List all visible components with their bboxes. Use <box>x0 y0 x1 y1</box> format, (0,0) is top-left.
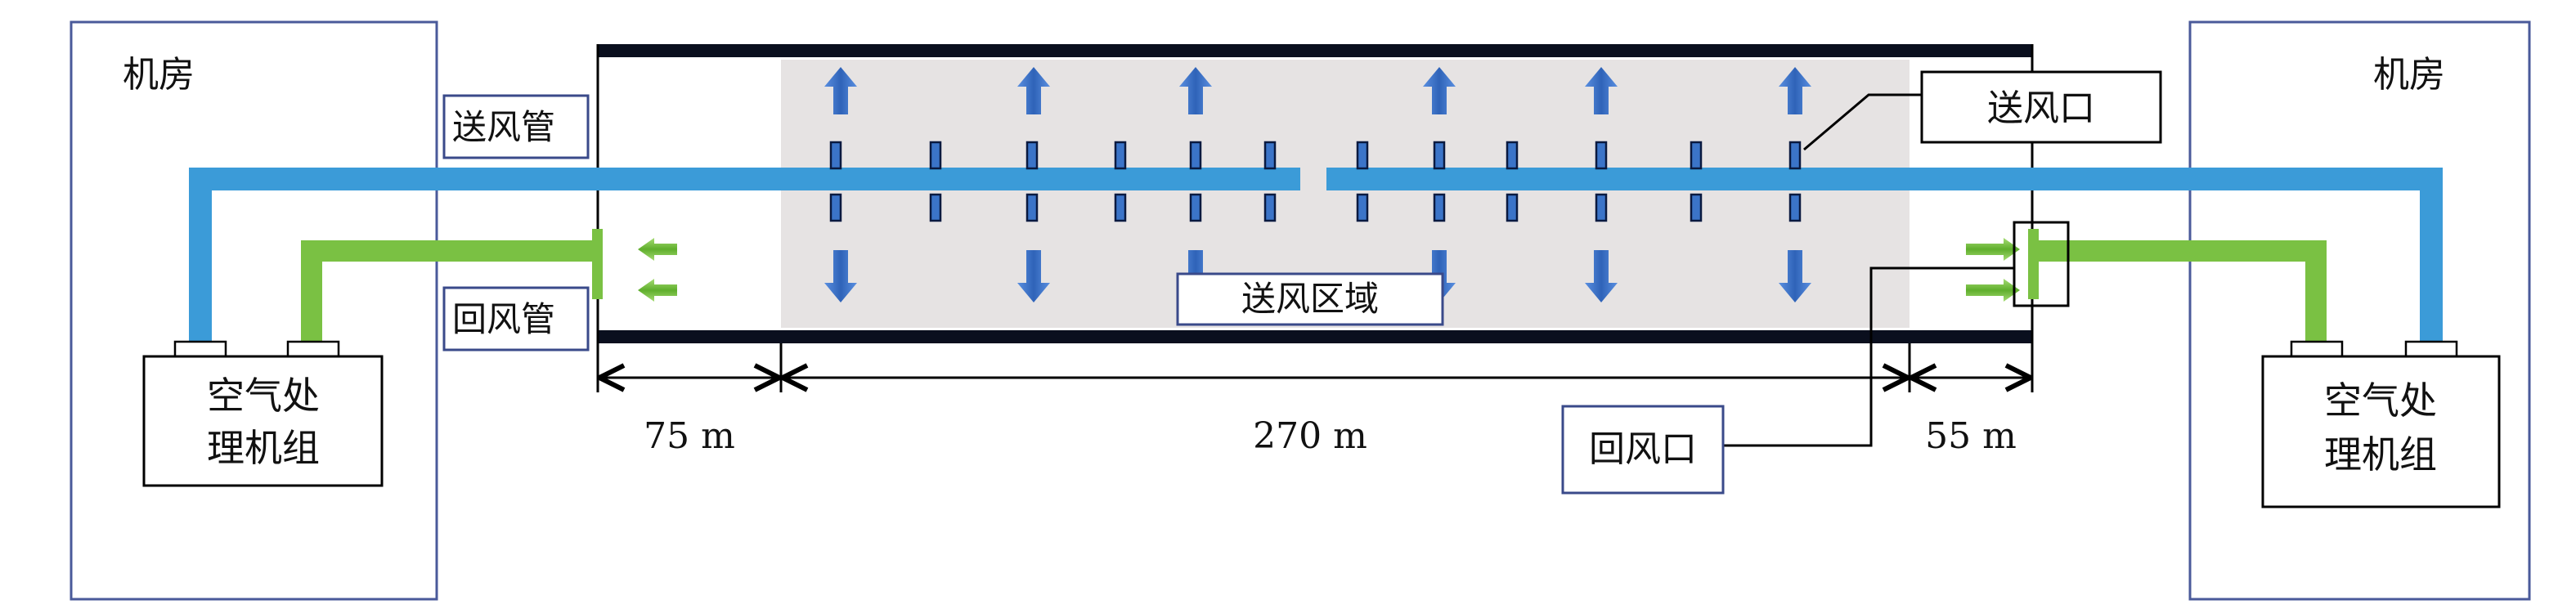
ahu-left-label-line1: 空气处 <box>207 374 320 418</box>
supply-vent <box>929 193 942 222</box>
return-air-arrow <box>1966 279 2020 302</box>
supply-vent <box>1506 141 1519 170</box>
supply-vent <box>1595 193 1608 222</box>
ahu-left <box>142 355 384 487</box>
return-air-arrow <box>638 238 677 261</box>
supply-zone-label-box <box>1176 272 1444 326</box>
supply-vent <box>1356 141 1369 170</box>
return-duct-label-box <box>442 286 590 352</box>
airflow-down-arrow <box>1585 250 1618 302</box>
machine-room-right <box>2188 20 2531 601</box>
supply-vent <box>1433 141 1446 170</box>
return-duct-left <box>301 240 598 345</box>
dim-label-middle: 270 m <box>1253 415 1367 457</box>
supply-zone-label: 送风区域 <box>1241 279 1379 319</box>
airflow-up-arrow <box>824 67 857 114</box>
supply-outlet-label-box <box>1920 70 2162 144</box>
airflow-up-arrow <box>1179 67 1212 114</box>
airflow-up-arrow <box>1423 67 1456 114</box>
supply-vent <box>1189 141 1202 170</box>
tunnel-top-wall <box>597 44 2033 57</box>
airflow-down-arrow <box>1017 250 1050 302</box>
supply-vent <box>1263 193 1277 222</box>
airflow-up-arrow <box>1017 67 1050 114</box>
tunnel-bottom-wall <box>597 330 2033 343</box>
supply-vent <box>1114 141 1127 170</box>
supply-outlet-leader <box>1803 93 1921 151</box>
supply-vent <box>1189 193 1202 222</box>
supply-vent <box>1433 193 1446 222</box>
return-duct-label: 回风管 <box>452 299 555 339</box>
supply-vent <box>929 141 942 170</box>
supply-vent <box>1595 141 1608 170</box>
machine-room-left-label: 机房 <box>123 54 195 96</box>
ahu-right-label-line1: 空气处 <box>2324 378 2437 423</box>
supply-outlet-label: 送风口 <box>1987 87 2095 129</box>
airflow-down-arrow <box>1779 250 1811 302</box>
supply-vents <box>829 141 1802 222</box>
return-inlet-grille-left <box>592 229 603 299</box>
machine-room-right-label: 机房 <box>2373 54 2445 96</box>
return-inlet-label: 回风口 <box>1589 428 1697 470</box>
machine-room-left <box>70 20 438 601</box>
supply-vent <box>1356 193 1369 222</box>
supply-vent <box>829 141 842 170</box>
supply-duct-label: 送风管 <box>452 107 555 147</box>
return-air-arrow <box>638 279 677 302</box>
supply-vent <box>1263 141 1277 170</box>
supply-vent <box>1788 193 1802 222</box>
return-inlet-grille-right <box>2028 229 2039 299</box>
airflow-up-arrow <box>1585 67 1618 114</box>
ahu-left-label-line2: 理机组 <box>207 426 320 470</box>
return-duct-right <box>2032 240 2327 345</box>
ahu-right-label-line2: 理机组 <box>2324 432 2437 477</box>
return-air-arrow <box>1966 238 2020 261</box>
supply-vent <box>1690 193 1703 222</box>
supply-vent <box>1114 193 1127 222</box>
supply-vent <box>829 193 842 222</box>
ahu-right <box>2261 355 2501 508</box>
supply-vent <box>1025 193 1039 222</box>
return-air-arrows <box>638 238 2020 302</box>
supply-duct-left <box>189 168 1300 345</box>
supply-vent <box>1690 141 1703 170</box>
return-inlet-highlight <box>2013 221 2070 307</box>
airflow-down-arrow <box>824 250 857 302</box>
supply-vent <box>1788 141 1802 170</box>
supply-duct-label-box <box>442 94 590 159</box>
return-inlet-leader <box>1723 266 2014 447</box>
return-inlet-label-box <box>1561 405 1725 495</box>
supply-duct-right <box>1326 168 2443 345</box>
supply-vent <box>1025 141 1039 170</box>
dim-label-right: 55 m <box>1925 415 2017 457</box>
dim-label-left: 75 m <box>644 415 735 457</box>
airflow-up-arrow <box>1779 67 1811 114</box>
airflow-up-arrows <box>824 67 1811 114</box>
supply-vent <box>1506 193 1519 222</box>
